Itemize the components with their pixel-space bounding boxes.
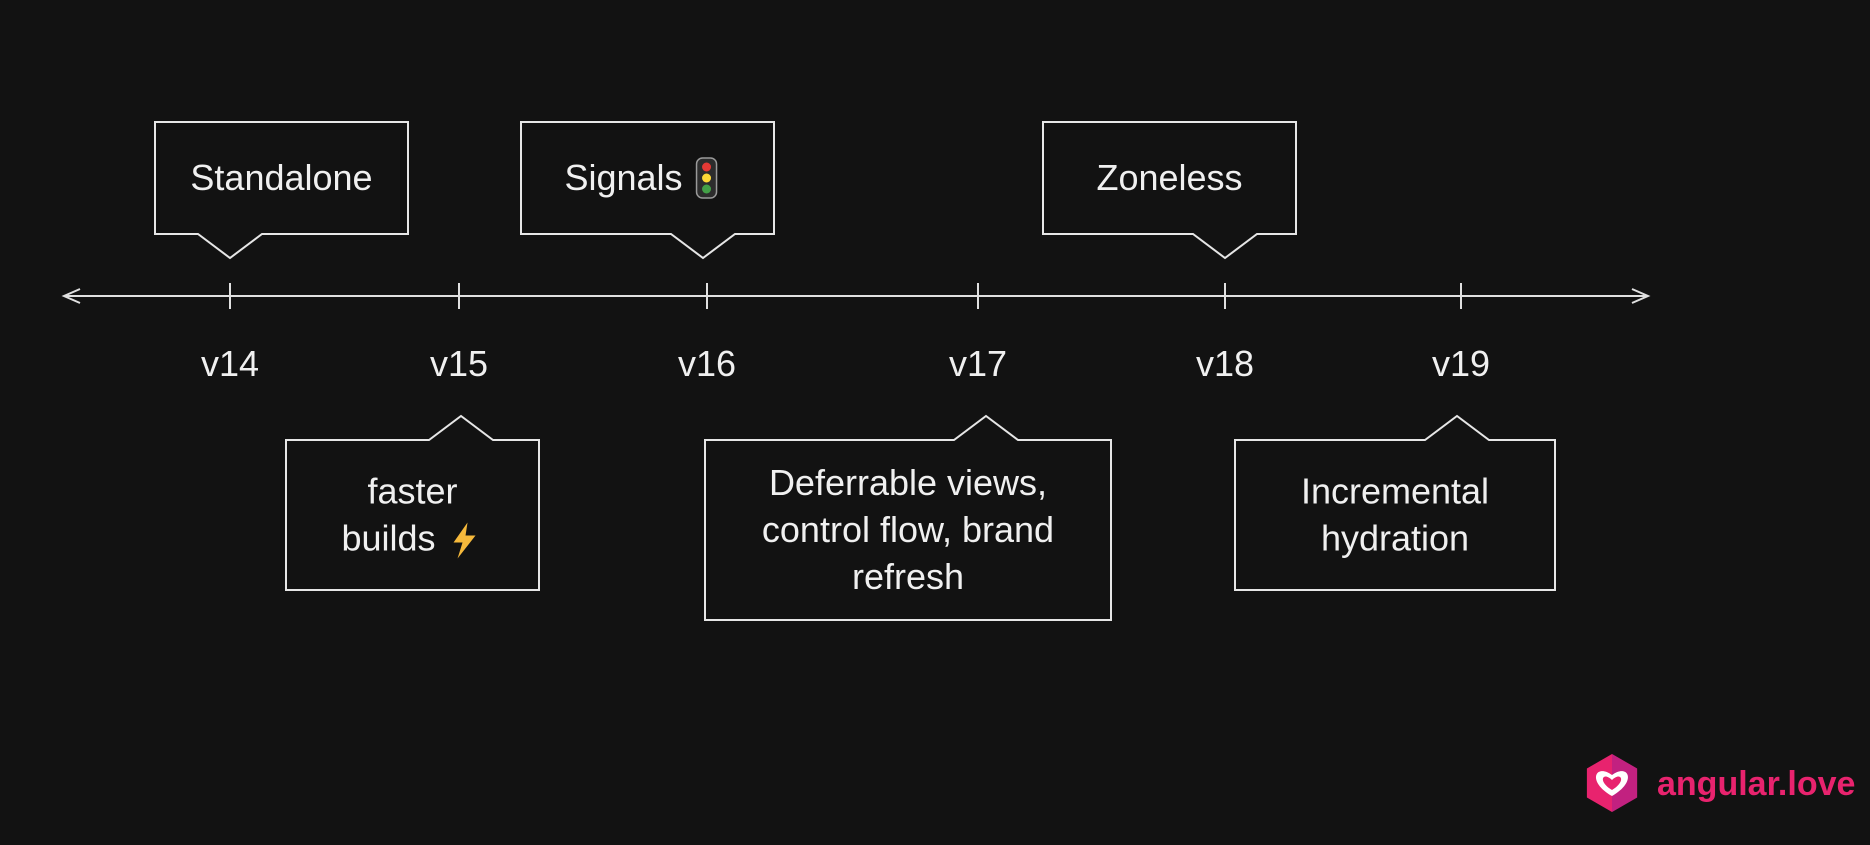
version-label-v14: v14 [201,343,259,384]
callout-text-line: control flow, brand [762,509,1054,550]
callout-text-line: Deferrable views, [769,462,1047,503]
callout-box [1042,121,1297,260]
callout-text-line: Standalone [190,157,372,198]
callout-box [285,414,540,591]
callout-standalone: Standalone [154,121,409,260]
version-label-v17: v17 [949,343,1007,384]
version-label-v15: v15 [430,343,488,384]
arrow-right-icon [1631,288,1651,304]
callout-text-line: faster [367,471,457,512]
callout-text-line: builds [341,518,435,559]
brand-logo: angular.love [1586,754,1855,812]
callout-text-line: Incremental [1301,471,1489,512]
callout-box [520,121,775,260]
callouts-layer: Standalone Signals Zoneless faster builds Def… [154,121,1556,621]
brand-name: angular.love [1657,765,1855,803]
callout-signals: Signals [520,121,775,260]
traffic-light-icon [695,157,718,199]
callout-text-line: refresh [852,556,964,597]
callout-text-line: Zoneless [1096,157,1242,198]
timeline-axis: v14 v15 v16 v17 v18 v19 [61,283,1651,384]
angular-love-heart-logo-icon [1586,754,1638,812]
callout-incremental-hydration: Incremental hydration [1234,414,1556,591]
version-label-v19: v19 [1432,343,1490,384]
callout-box [154,121,409,260]
lightning-icon [453,522,476,559]
callout-box [1234,414,1556,591]
callout-text-line: Signals [564,157,682,198]
arrow-left-icon [61,288,81,304]
callout-box [704,414,1112,621]
callout-zoneless: Zoneless [1042,121,1297,260]
callout-deferrable-views: Deferrable views, control flow, brand refr… [704,414,1112,621]
callout-faster-builds: faster builds [285,414,540,591]
version-label-v16: v16 [678,343,736,384]
callout-text-line: hydration [1321,518,1469,559]
version-label-v18: v18 [1196,343,1254,384]
